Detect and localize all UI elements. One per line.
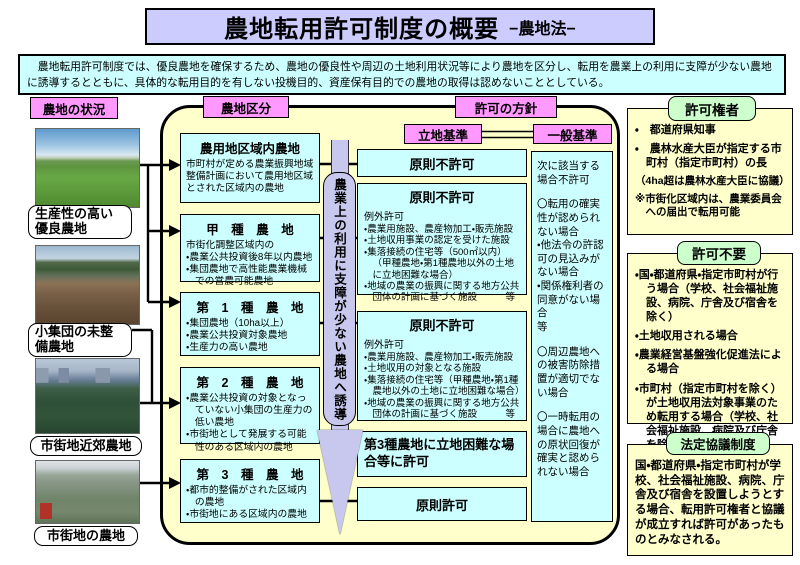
statutory-consultation-box: 国・都道府県・指定市町村が学校、社会福祉施設、病院、庁舎及び宿舎を設置しようとす… [627, 444, 793, 556]
box-text: ・市街地として発展する可能性のある区域内の農地 [186, 429, 307, 453]
box-text: ・農業公共投資後8年以内農地 [186, 252, 313, 264]
section-header-statutory-consultation: 法定協議制度 [666, 432, 770, 455]
box-text: ・土地収用事業の認定を受けた施設 [364, 235, 510, 247]
classification-box-koushu: 甲 種 農 地 市街化調整区域内の ・農業公共投資後8年以内農地 ・集団農地で高… [180, 214, 320, 287]
box-text: ・農業公共投資対象農地 [186, 330, 288, 342]
box-text: ・都市的整備がされた区域内の農地 [186, 485, 307, 509]
box-title: 原則不許可 [409, 318, 475, 333]
box-title: 原則不許可 [409, 156, 475, 172]
box-title: 第 3 種 農 地 [196, 468, 304, 482]
section-header-classification: 農地区分 [203, 96, 289, 118]
box-title: 第3種農地に立地困難な場合等に許可 [364, 437, 515, 469]
location-box-3: 原則不許可 例外許可 ・農業用施設、農産物加工・販売施設 ・土地収用の対象となる… [357, 311, 527, 421]
box-title: 甲 種 農 地 [206, 223, 294, 237]
box-text: 市街化調整区域内の [186, 240, 275, 251]
box-text: ・地域の農業の振興に関する地方公共団体の計画に基づく施設 等 [364, 397, 520, 420]
guide-arrow-label: 農業上の利用に支障が少ない農地へ誘導 [323, 172, 356, 426]
box-text: ・地域の農業の振興に関する地方公共団体の計画に基づく施設 等 [364, 280, 520, 304]
section-header-permission-policy: 許可の方針 [455, 96, 557, 118]
box-text: ・集団農地（10ha以上） [186, 318, 290, 329]
box-title: 原則許可 [415, 497, 468, 513]
classification-box-dai3shu: 第 3 種 農 地 ・都市的整備がされた区域内の農地 ・市街地にある区域内の農地 [180, 459, 320, 523]
location-box-1: 原則不許可 [357, 149, 527, 177]
box-title: 第 2 種 農 地 [196, 376, 304, 390]
photo-small-unimproved-farmland [35, 245, 140, 325]
box-text: ・ 都道府県知事 [635, 124, 716, 136]
box-text: ・農業経営基盤強化促進法による場合 [635, 349, 782, 376]
photo-urban-farmland [35, 460, 140, 524]
box-text: ・集落接続の住宅等（500㎡以内）（甲種農地・第1種農地以外の土地に立地困難な場… [364, 246, 515, 281]
photo-caption: 市街地の農地 [34, 526, 138, 546]
photo-caption: 市街地近郊農地 [30, 436, 142, 456]
box-text: ・ 農林水産大臣が指定する市町村（指定市町村）の長 [635, 143, 782, 170]
box-text: 〇転用の確実性が認められない場合 [537, 198, 600, 238]
no-permit-needed-box: ・国・都道府県・指定市町村が行う場合（学校、社会福祉施設、病院、庁舎及び宿舎を除… [627, 253, 793, 451]
box-title: 第 1 種 農 地 [196, 301, 304, 315]
box-text: ・集団農地で高性能農業機械での営農可能農地 [186, 264, 307, 288]
location-box-4: 第3種農地に立地困難な場合等に許可 [357, 431, 527, 477]
page-title-bar: 農地転用許可制度の概要 −農地法− [145, 8, 655, 45]
section-header-farmland-status: 農地の状況 [30, 97, 118, 119]
box-text: ・関係権利者の同意がない場合 [537, 280, 604, 320]
down-arrow-icon [317, 430, 363, 535]
page-subtitle: −農地法− [509, 20, 576, 38]
box-text: 〇周辺農地への被害防除措置が適切でない場合 [537, 345, 600, 399]
page-title: 農地転用許可制度の概要 [224, 16, 500, 43]
photo-productive-farmland [35, 128, 140, 208]
box-text: ・農業公共投資の対象となっていない小集団の生産力の低い農地 [186, 393, 313, 429]
photo-suburban-farmland [35, 358, 140, 434]
photo-caption: 小集団の未整備農地 [28, 323, 132, 357]
box-text: 次に該当する場合不許可 [537, 160, 600, 186]
box-title: 農用地区域内農地 [199, 142, 300, 156]
classification-box-dai2shu: 第 2 種 農 地 ・農業公共投資の対象となっていない小集団の生産力の低い農地 … [180, 367, 320, 453]
box-text: ・農業用施設、農産物加工・販売施設 [364, 224, 513, 235]
box-text: 〇一時転用の場合に農地への原状回復が確実と認められない場合 [537, 411, 600, 478]
section-header-permit-authority: 許可権者 [668, 96, 756, 121]
photo-caption: 生産性の高い優良農地 [28, 205, 132, 239]
location-box-2: 原則不許可 例外許可 ・農業用施設、農産物加工・販売施設 ・土地収用事業の認定を… [357, 183, 527, 303]
column-header-general-criteria: 一般基準 [533, 124, 612, 144]
location-box-5: 原則許可 [357, 487, 527, 521]
box-note: （4ha超は農林水産大臣に協議） [635, 175, 790, 188]
box-title: 原則不許可 [409, 190, 475, 205]
box-text: 等 [537, 321, 548, 334]
box-text: ・農業用施設、農産物加工・販売施設 [364, 352, 513, 363]
general-criteria-box: 次に該当する場合不許可 〇転用の確実性が認められない場合 ・他法令の許認可の見込… [531, 151, 613, 522]
box-text: ・土地収用の対象となる施設 [364, 363, 481, 375]
box-text: ・生産力の高い農地 [186, 342, 268, 354]
box-subtitle: 例外許可 [364, 340, 404, 351]
box-text: 国・都道府県・指定市町村が学校、社会福祉施設、病院、庁舎及び宿舎を設置しようとす… [635, 460, 785, 546]
box-note: ※市街化区域内は、農業委員会への届出で転用可能 [635, 192, 782, 219]
permit-authority-box: ・ 都道府県知事 ・ 農林水産大臣が指定する市町村（指定市町村）の長 （4ha超… [627, 108, 793, 235]
intro-summary: 農地転用許可制度では、優良農地を確保するため、農地の優良性や周辺の土地利用状況等… [18, 54, 786, 95]
box-subtitle: 例外許可 [364, 212, 404, 223]
section-header-no-permit-needed: 許可不要 [677, 241, 761, 265]
box-text: 市町村が定める農業振興地域整備計画において農用地区域とされた区域内の農地 [186, 159, 314, 195]
box-text: ・国・都道府県・指定市町村が行う場合（学校、社会福祉施設、病院、庁舎及び宿舎を除… [635, 269, 779, 324]
right-arrowhead-icons [169, 159, 181, 489]
classification-box-dai1shu: 第 1 種 農 地 ・集団農地（10ha以上） ・農業公共投資対象農地 ・生産力… [180, 292, 320, 356]
classification-box-nouyouchi: 農用地区域内農地 市町村が定める農業振興地域整備計画において農用地区域とされた区… [180, 133, 320, 203]
guide-arrow-text: 農業上の利用に支障が少ない農地へ誘導 [332, 177, 346, 421]
box-text: ・土地収用される場合 [635, 330, 738, 343]
box-text: ・市街地にある区域内の農地 [186, 509, 307, 521]
column-header-location-criteria: 立地基準 [404, 124, 482, 144]
box-text: ・他法令の許認可の見込みがない場合 [537, 239, 604, 279]
box-text: ・集落接続の住宅等（甲種農地・第1種農地以外の土地に立地困難な場合） [364, 374, 525, 398]
